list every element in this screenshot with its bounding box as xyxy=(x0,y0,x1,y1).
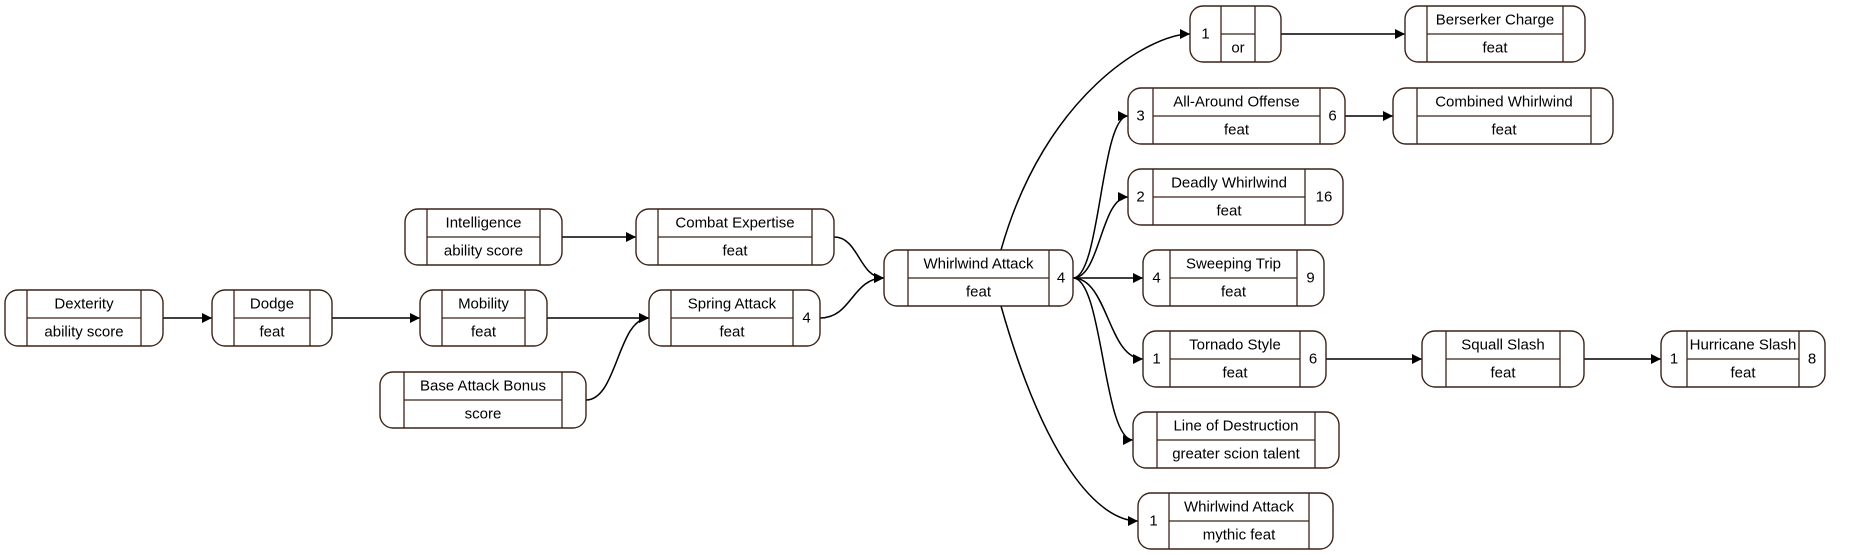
node-title: Hurricane Slash xyxy=(1690,337,1797,354)
node-intelligence: Intelligence ability score xyxy=(404,208,563,266)
node-subtitle: feat xyxy=(1216,203,1242,220)
node-subtitle: feat xyxy=(1482,40,1508,57)
node-title: All-Around Offense xyxy=(1173,94,1299,111)
node-whirlwind-attack-mythic: Whirlwind Attack mythic feat 1 xyxy=(1137,492,1334,550)
node-title: Mobility xyxy=(458,296,509,313)
node-left-count: 1 xyxy=(1201,26,1209,43)
node-title: Dexterity xyxy=(54,296,114,313)
node-subtitle: feat xyxy=(1730,365,1756,382)
node-subtitle: feat xyxy=(1491,122,1517,139)
node-right-count: 6 xyxy=(1328,108,1336,125)
node-subtitle: feat xyxy=(259,324,285,341)
node-title: Whirlwind Attack xyxy=(1184,499,1295,516)
node-deadly-whirlwind: Deadly Whirlwind feat 2 16 xyxy=(1127,168,1344,226)
node-title: Berserker Charge xyxy=(1436,12,1554,29)
node-subtitle: feat xyxy=(722,243,748,260)
node-berserker-charge: Berserker Charge feat xyxy=(1404,5,1586,63)
edge-whirlwind-attack-to-all-around-offense xyxy=(1072,111,1129,279)
node-left-count: 2 xyxy=(1136,189,1144,206)
node-subtitle: score xyxy=(465,406,502,423)
node-all-around-offense: All-Around Offense feat 3 6 xyxy=(1127,87,1346,145)
node-title: Base Attack Bonus xyxy=(420,378,546,395)
node-mobility: Mobility feat xyxy=(419,289,548,347)
node-subtitle: ability score xyxy=(444,243,523,260)
node-tornado-style: Tornado Style feat 1 6 xyxy=(1142,330,1327,388)
node-dexterity: Dexterity ability score xyxy=(4,289,164,347)
node-right-count: 16 xyxy=(1316,189,1333,206)
node-subtitle: mythic feat xyxy=(1203,527,1276,544)
edge-spring-attack-to-whirlwind-attack xyxy=(819,273,885,319)
node-subtitle: feat xyxy=(966,284,992,301)
node-sweeping-trip: Sweeping Trip feat 4 9 xyxy=(1142,249,1325,307)
node-title: Spring Attack xyxy=(688,296,777,313)
node-left-count: 1 xyxy=(1152,351,1160,368)
edge-whirlwind-attack-to-line-of-destruction xyxy=(1072,277,1134,445)
node-subtitle: feat xyxy=(471,324,497,341)
node-title: Combat Expertise xyxy=(675,215,794,232)
node-right-count: 8 xyxy=(1808,351,1816,368)
node-subtitle: feat xyxy=(1221,284,1247,301)
node-left-count: 4 xyxy=(1152,270,1160,287)
node-title: Deadly Whirlwind xyxy=(1171,175,1287,192)
node-combined-whirlwind: Combined Whirlwind feat xyxy=(1392,87,1614,145)
node-or: or 1 xyxy=(1189,5,1282,63)
edge-whirlwind-attack-to-or xyxy=(1000,29,1191,251)
node-hurricane-slash: Hurricane Slash feat 1 8 xyxy=(1660,330,1826,388)
node-title: Line of Destruction xyxy=(1173,418,1298,435)
node-title: Squall Slash xyxy=(1461,337,1544,354)
node-dodge: Dodge feat xyxy=(211,289,333,347)
node-subtitle: greater scion talent xyxy=(1172,446,1300,463)
node-subtitle: ability score xyxy=(44,324,123,341)
node-combat-expertise: Combat Expertise feat xyxy=(635,208,835,266)
node-left-count: 3 xyxy=(1136,108,1144,125)
node-right-count: 4 xyxy=(1057,270,1065,287)
node-squall-slash: Squall Slash feat xyxy=(1421,330,1585,388)
node-subtitle: feat xyxy=(1490,365,1516,382)
node-left-count: 1 xyxy=(1149,513,1157,530)
edge-whirlwind-attack-to-deadly-whirlwind xyxy=(1072,192,1129,279)
node-subtitle: or xyxy=(1231,40,1244,57)
node-base-attack-bonus: Base Attack Bonus score xyxy=(379,371,587,429)
edge-base-attack-bonus-to-spring-attack xyxy=(585,313,650,401)
node-right-count: 9 xyxy=(1306,270,1314,287)
node-left-count: 1 xyxy=(1670,351,1678,368)
node-spring-attack: Spring Attack feat 4 xyxy=(648,289,821,347)
node-title: Dodge xyxy=(250,296,294,313)
node-title: Intelligence xyxy=(446,215,522,232)
node-title: Combined Whirlwind xyxy=(1435,94,1573,111)
node-title: Sweeping Trip xyxy=(1186,256,1281,273)
edge-whirlwind-attack-to-whirlwind-attack-mythic xyxy=(1000,305,1139,526)
node-right-count: 6 xyxy=(1309,351,1317,368)
edge-combat-expertise-to-whirlwind-attack xyxy=(833,236,885,283)
node-line-of-destruction: Line of Destruction greater scion talent xyxy=(1132,411,1340,469)
node-title: Tornado Style xyxy=(1189,337,1281,354)
edge-layer xyxy=(163,29,1661,526)
node-title: Whirlwind Attack xyxy=(923,256,1034,273)
node-whirlwind-attack: Whirlwind Attack feat 4 xyxy=(883,249,1074,307)
node-subtitle: feat xyxy=(1224,122,1250,139)
node-right-count: 4 xyxy=(802,310,810,327)
node-subtitle: feat xyxy=(1222,365,1248,382)
node-subtitle: feat xyxy=(719,324,745,341)
edge-whirlwind-attack-to-tornado-style xyxy=(1072,277,1144,364)
